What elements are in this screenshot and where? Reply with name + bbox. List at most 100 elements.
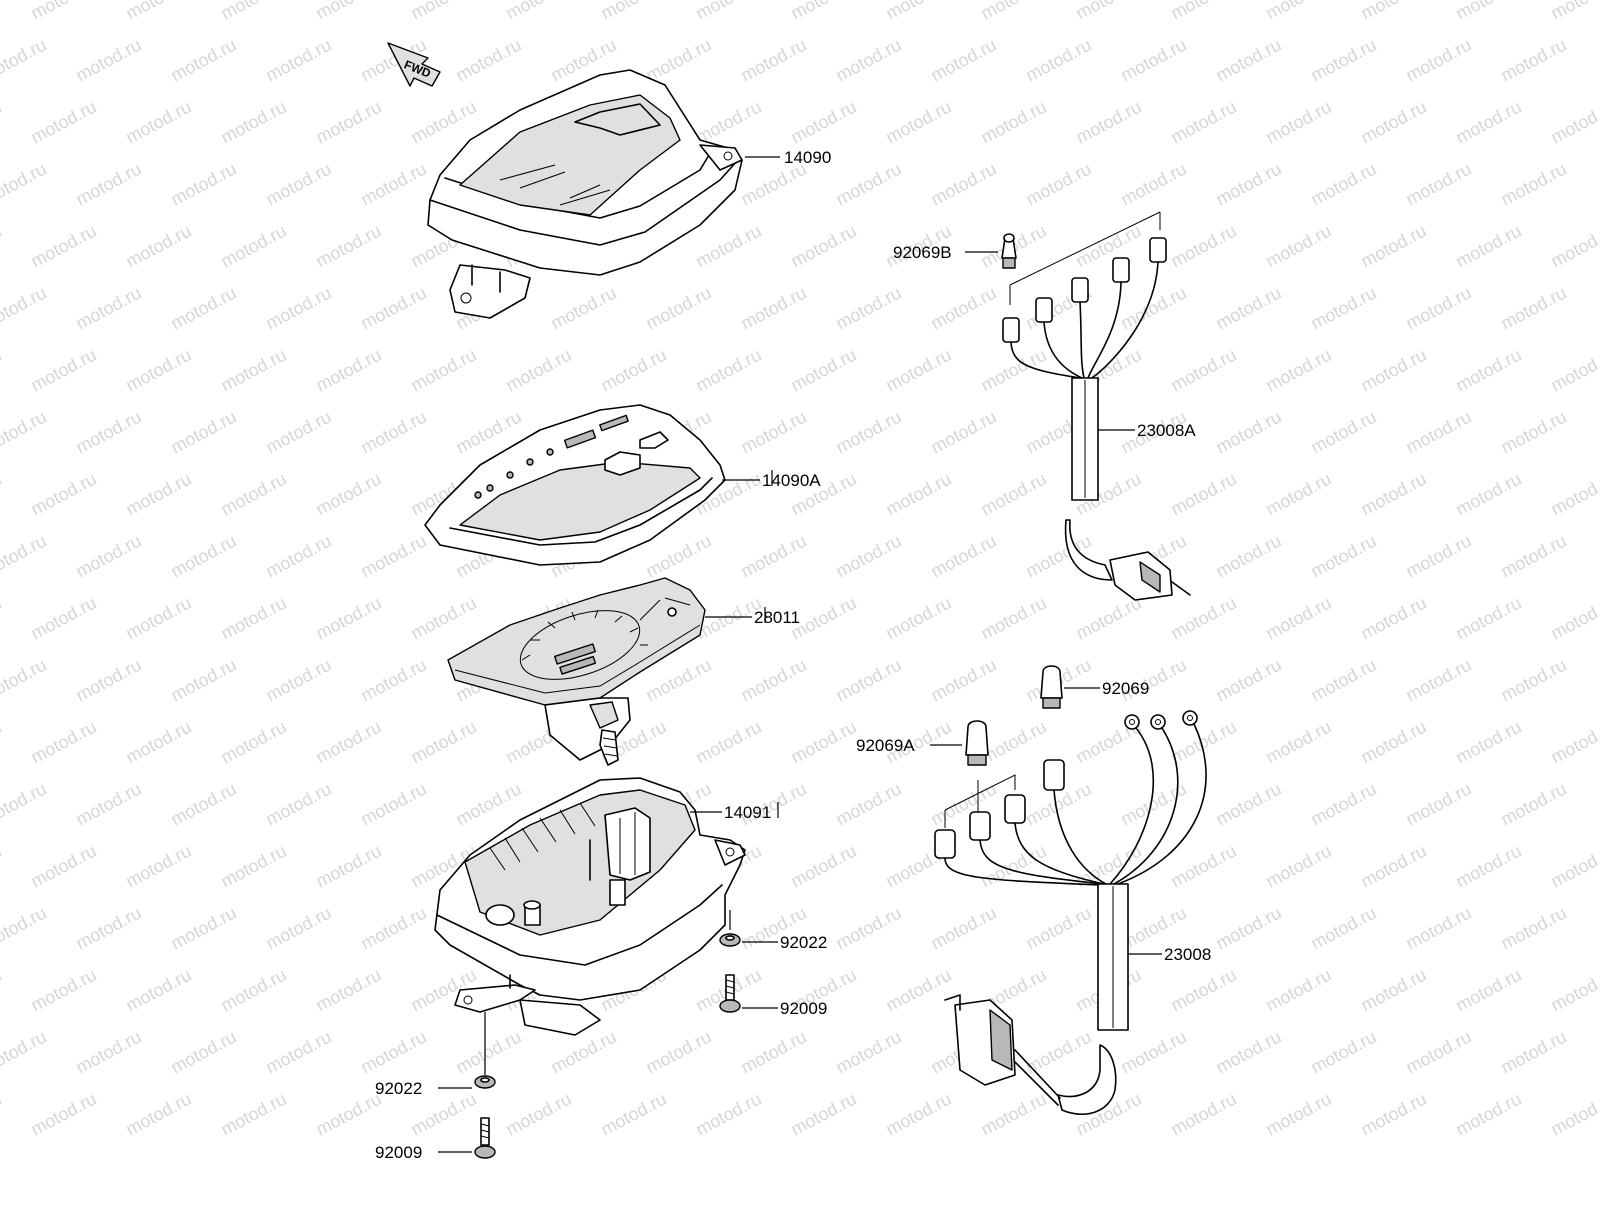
- watermark-text: motod.ru: [1167, 593, 1239, 644]
- watermark-text: motod.ru: [1167, 0, 1239, 24]
- watermark-text: motod.ru: [927, 903, 999, 954]
- watermark-text: motod.ru: [167, 779, 239, 830]
- watermark-text: motod.ru: [122, 965, 194, 1016]
- watermark-text: motod.ru: [882, 0, 954, 24]
- watermark-text: motod.ru: [832, 655, 904, 706]
- watermark-text: motod.ru: [452, 35, 524, 86]
- watermark-text: motod.ru: [927, 407, 999, 458]
- watermark-text: motod.ru: [312, 97, 384, 148]
- watermark-text: motod.ru: [452, 779, 524, 830]
- watermark-text: motod.ru: [1022, 35, 1094, 86]
- watermark-text: motod.ru: [312, 469, 384, 520]
- label-92009-left: 92009: [375, 1143, 422, 1162]
- watermark-text: motod.ru: [262, 903, 334, 954]
- watermark-text: motod.ru: [1212, 407, 1284, 458]
- watermark-text: motod.ru: [357, 655, 429, 706]
- watermark-text: motod.ru: [0, 283, 50, 334]
- watermark-text: motod.ru: [122, 593, 194, 644]
- watermark-text: motod.ru: [1307, 531, 1379, 582]
- watermark-text: motod.ru: [1022, 159, 1094, 210]
- watermark-text: motod.ru: [597, 345, 669, 396]
- watermark-text: motod.ru: [1547, 97, 1600, 148]
- watermark-text: motod.ru: [1452, 0, 1524, 24]
- watermark-text: motod.ru: [72, 283, 144, 334]
- watermark-text: motod.ru: [167, 903, 239, 954]
- watermark-text: motod.ru: [312, 345, 384, 396]
- watermark-text: motod.ru: [1357, 717, 1429, 768]
- label-92022-left: 92022: [375, 1079, 422, 1098]
- watermark-text: motod.ru: [122, 345, 194, 396]
- watermark-text: motod.ru: [1167, 717, 1239, 768]
- watermark-text: motod.ru: [312, 593, 384, 644]
- watermark-text: motod.ru: [832, 283, 904, 334]
- watermark-text: motod.ru: [357, 903, 429, 954]
- watermark-text: motod.ru: [1212, 531, 1284, 582]
- label-92069A: 92069A: [856, 736, 915, 755]
- watermark-text: motod.ru: [0, 903, 50, 954]
- watermark-text: motod.ru: [167, 655, 239, 706]
- watermark-text: motod.ru: [407, 717, 479, 768]
- watermark-text: motod.ru: [0, 469, 5, 520]
- socket-group-upper: [1002, 237, 1167, 343]
- watermark-text: motod.ru: [1262, 841, 1334, 892]
- watermark-text: motod.ru: [1212, 35, 1284, 86]
- watermark-text: motod.ru: [262, 407, 334, 458]
- watermark-text: motod.ru: [217, 0, 289, 24]
- watermark-text: motod.ru: [1497, 407, 1569, 458]
- watermark-text: motod.ru: [1262, 965, 1334, 1016]
- watermark-text: motod.ru: [1497, 35, 1569, 86]
- watermark-text: motod.ru: [1452, 593, 1524, 644]
- watermark-text: motod.ru: [1452, 1089, 1524, 1140]
- watermark-text: motod.ru: [1497, 1027, 1569, 1078]
- watermark-text: motod.ru: [27, 965, 99, 1016]
- watermark-text: motod.ru: [1452, 717, 1524, 768]
- watermark-text: motod.ru: [977, 1089, 1049, 1140]
- watermark-text: motod.ru: [882, 1089, 954, 1140]
- watermark-text: motod.ru: [1452, 841, 1524, 892]
- watermark-text: motod.ru: [1547, 841, 1600, 892]
- watermark-text: motod.ru: [1167, 841, 1239, 892]
- watermark-text: motod.ru: [27, 841, 99, 892]
- watermark-text: motod.ru: [167, 35, 239, 86]
- watermark-text: motod.ru: [787, 841, 859, 892]
- watermark-text: motod.ru: [27, 717, 99, 768]
- watermark-text: motod.ru: [1402, 903, 1474, 954]
- watermark-text: motod.ru: [832, 1027, 904, 1078]
- watermark-text: motod.ru: [122, 717, 194, 768]
- watermark-text: motod.ru: [357, 1027, 429, 1078]
- watermark-text: motod.ru: [1547, 965, 1600, 1016]
- watermark-text: motod.ru: [1402, 283, 1474, 334]
- watermark-text: motod.ru: [1212, 159, 1284, 210]
- screw-92009-right: 92009: [719, 974, 827, 1018]
- watermark-text: motod.ru: [27, 97, 99, 148]
- watermark-text: motod.ru: [407, 345, 479, 396]
- watermark-text: motod.ru: [1547, 593, 1600, 644]
- watermark-text: motod.ru: [692, 345, 764, 396]
- watermark-text: motod.ru: [357, 159, 429, 210]
- watermark-text: motod.ru: [977, 0, 1049, 24]
- watermark-text: motod.ru: [0, 779, 50, 830]
- watermark-text: motod.ru: [692, 221, 764, 272]
- watermark-text: motod.ru: [642, 1027, 714, 1078]
- watermark-text: motod.ru: [977, 593, 1049, 644]
- watermark-text: motod.ru: [977, 469, 1049, 520]
- watermark-text: motod.ru: [72, 903, 144, 954]
- watermark-text: motod.ru: [1022, 903, 1094, 954]
- watermark-text: motod.ru: [1262, 1089, 1334, 1140]
- label-92022-right: 92022: [780, 933, 827, 952]
- watermark-text: motod.ru: [217, 345, 289, 396]
- watermark-text: motod.ru: [1402, 779, 1474, 830]
- watermark-text: motod.ru: [1307, 903, 1379, 954]
- watermark-text: motod.ru: [357, 531, 429, 582]
- label-92069B: 92069B: [893, 243, 952, 262]
- watermark-text: motod.ru: [832, 903, 904, 954]
- watermark-text: motod.ru: [882, 593, 954, 644]
- watermark-text: motod.ru: [0, 655, 50, 706]
- watermark-text: motod.ru: [217, 593, 289, 644]
- watermark-text: motod.ru: [27, 469, 99, 520]
- watermark-text: motod.ru: [262, 779, 334, 830]
- watermark-text: motod.ru: [1167, 965, 1239, 1016]
- watermark-text: motod.ru: [217, 841, 289, 892]
- watermark-text: motod.ru: [0, 345, 5, 396]
